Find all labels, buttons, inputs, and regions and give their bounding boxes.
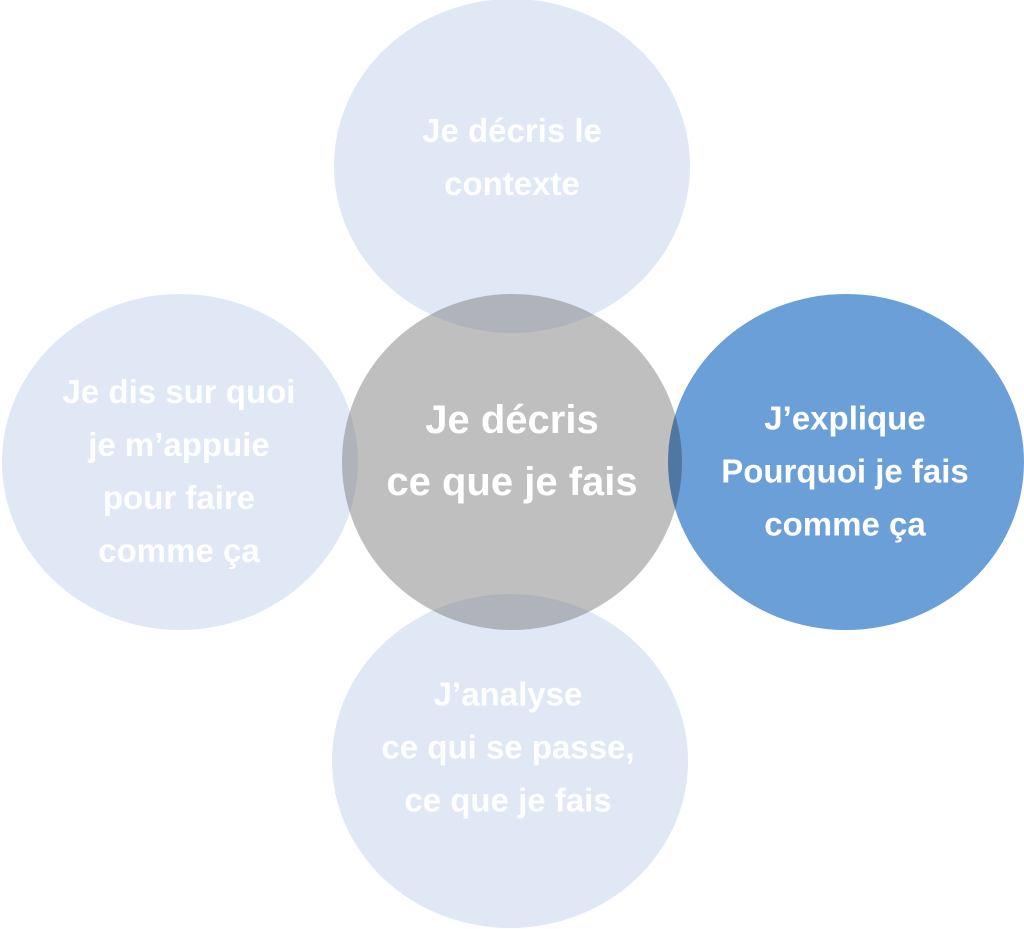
label-line: contexte [444, 165, 580, 202]
label-line: je m’appuie [88, 426, 270, 463]
label-center: Je décris ce que je fais [386, 389, 637, 513]
label-left: Je dis sur quoi je m’appuie pour faire c… [63, 365, 296, 577]
label-right: J’explique Pourquoi je fais comme ça [721, 392, 969, 551]
label-line: J’analyse [433, 675, 583, 713]
label-line: Je décris le [422, 112, 602, 149]
label-line: Je décris [425, 398, 599, 442]
circle-center [342, 294, 682, 630]
circle-right [668, 294, 1024, 630]
label-line: ce que je fais [404, 781, 612, 819]
label-line: ce qui se passe, [381, 728, 635, 766]
label-line: Pourquoi je fais [721, 452, 969, 490]
label-bottom: J’analyse ce qui se passe, ce que je fai… [381, 668, 634, 827]
label-line: ce que je fais [386, 460, 638, 504]
label-line: J’explique [764, 399, 926, 437]
label-line: Je dis sur quoi [62, 373, 296, 410]
label-line: comme ça [98, 532, 260, 569]
label-line: comme ça [764, 505, 926, 543]
circle-left [2, 294, 358, 630]
label-top: Je décris le contexte [422, 104, 602, 210]
circle-bottom [332, 594, 688, 928]
circle-top [334, 0, 690, 333]
label-line: pour faire [102, 479, 256, 516]
